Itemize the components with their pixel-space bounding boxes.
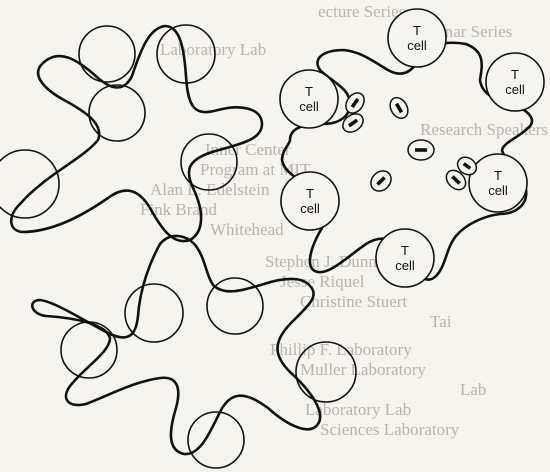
particle-5 <box>367 167 395 195</box>
t-cell-5-cell: cell <box>488 183 508 198</box>
particle-3 <box>387 94 412 121</box>
cell-circle-6 <box>125 284 183 342</box>
cell-circle-5 <box>0 150 59 218</box>
cell-circle-4 <box>89 85 145 141</box>
t-cell-6: T cell <box>376 229 434 287</box>
cell-circle-1 <box>79 26 135 82</box>
t-cell-3: T cell <box>486 53 544 111</box>
t-cell-6-cell: cell <box>395 258 415 273</box>
particle-2 <box>339 110 366 136</box>
t-cell-2-cell: cell <box>407 38 427 53</box>
t-cell-5-t: T <box>494 168 502 183</box>
t-cell-2: T cell <box>388 9 446 67</box>
antigen-particles <box>339 89 479 195</box>
cell-circle-8 <box>207 278 263 334</box>
cell-circle-3 <box>181 134 237 190</box>
t-cell-2-t: T <box>413 23 421 38</box>
t-cell-4-t: T <box>306 186 314 201</box>
t-cell-3-cell: cell <box>505 82 525 97</box>
t-cell-4-cell: cell <box>300 201 320 216</box>
t-cell-3-t: T <box>511 67 519 82</box>
t-cell-4: T cell <box>281 172 339 230</box>
t-cell-1: T cell <box>280 70 338 128</box>
t-cell-6-t: T <box>401 243 409 258</box>
cell-circle-7 <box>61 322 117 378</box>
cell-circle-9 <box>296 342 356 402</box>
t-cell-1-t: T <box>305 84 313 99</box>
dendritic-cell-bottom <box>32 236 320 454</box>
t-cell-5: T cell <box>469 154 527 212</box>
t-cell-1-cell: cell <box>299 99 319 114</box>
particle-4 <box>408 140 434 160</box>
